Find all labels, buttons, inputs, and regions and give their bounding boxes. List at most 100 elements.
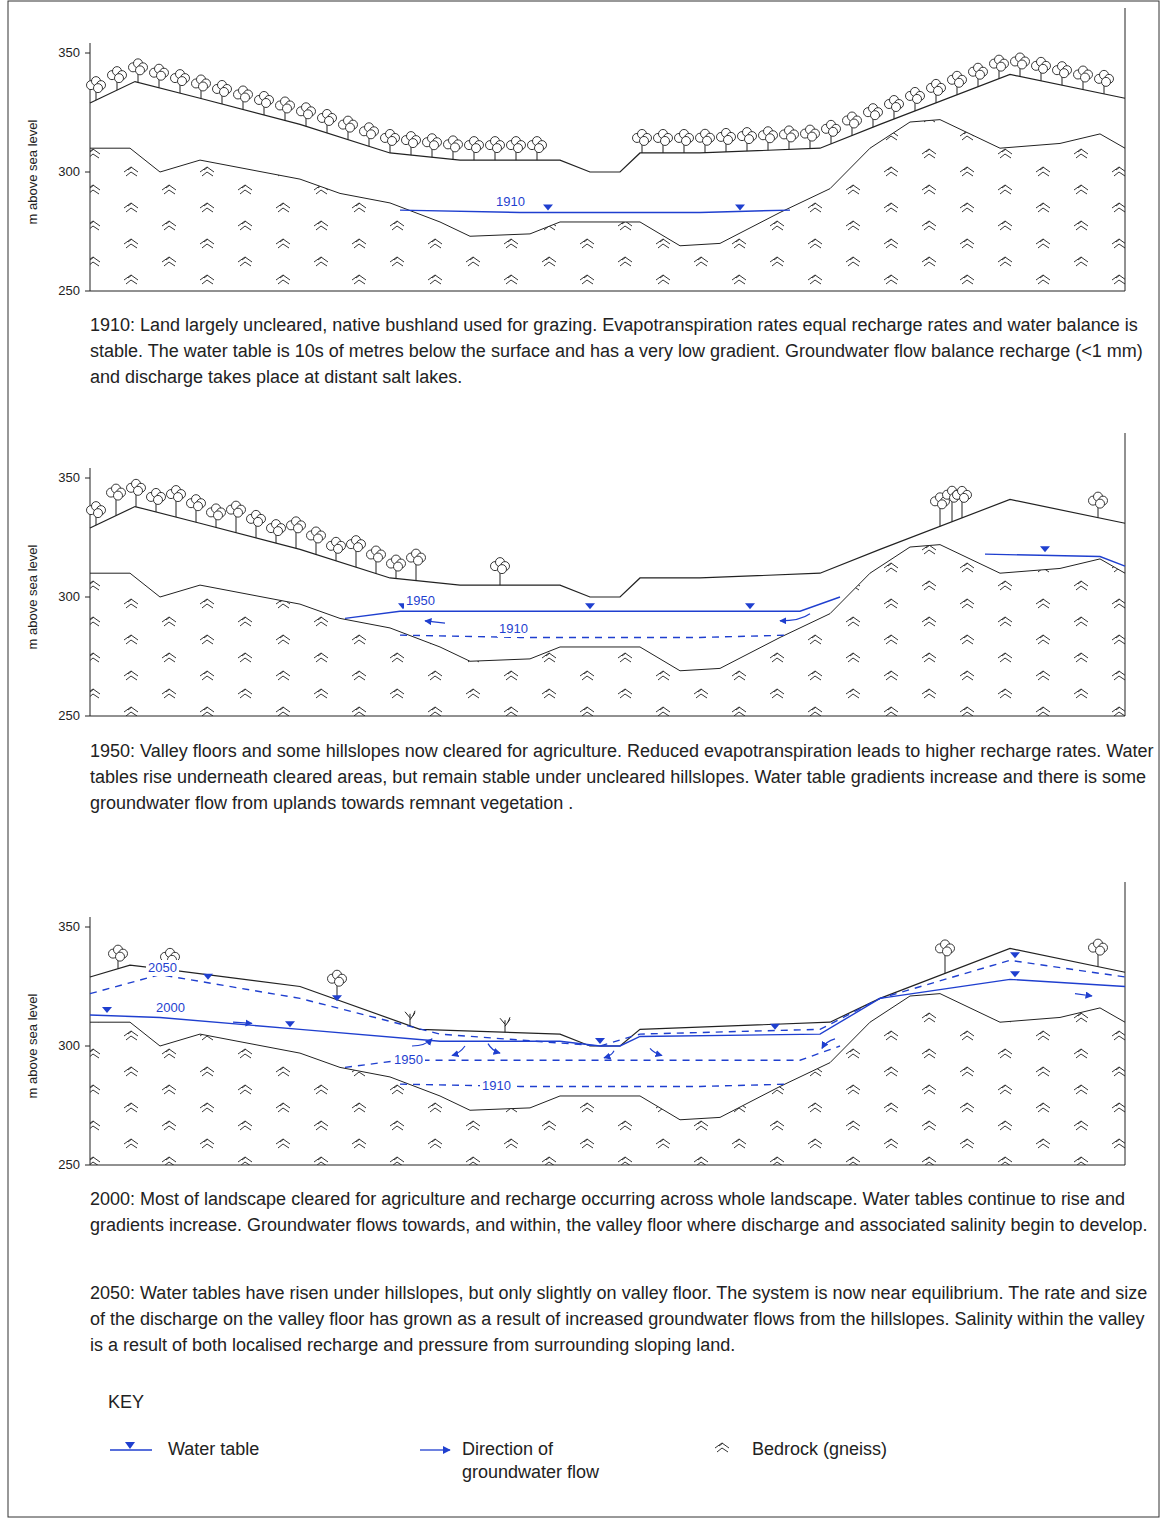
water-table-marker: [332, 995, 342, 1001]
tree: [864, 104, 883, 128]
tree: [906, 87, 925, 111]
figure-frame: [8, 1, 1159, 1517]
tree: [109, 945, 128, 969]
legend-text: Direction of groundwater flow: [462, 1438, 612, 1485]
ground-surface: [90, 74, 1125, 172]
axis-tick-label: 350: [40, 919, 80, 935]
tree: [255, 91, 274, 115]
water-table-line: [985, 554, 1125, 566]
tree: [423, 134, 442, 158]
flow-arrow: [650, 1048, 662, 1055]
tree: [1053, 62, 1072, 86]
legend-text: Bedrock (gneiss): [752, 1438, 887, 1461]
tree: [207, 504, 226, 528]
tree: [360, 123, 379, 147]
tree: [717, 128, 736, 152]
tree: [507, 137, 526, 161]
tree: [87, 77, 106, 101]
tree: [654, 129, 673, 153]
axis-tick: [85, 597, 90, 598]
tree: [127, 479, 146, 507]
water-table-marker: [770, 1024, 780, 1030]
axis-tick-label: 250: [40, 283, 80, 299]
water-table-marker: [745, 603, 755, 609]
year-label: 1910: [497, 621, 530, 637]
water-table-marker: [1010, 952, 1020, 958]
bedrock-surface: [90, 120, 1125, 246]
axis-tick: [85, 478, 90, 479]
axis-tick-label: 350: [40, 470, 80, 486]
tree: [486, 137, 505, 161]
tree: [990, 55, 1009, 79]
water-table-marker: [1040, 546, 1050, 552]
flow-arrow: [425, 621, 445, 623]
tree: [738, 128, 757, 152]
tree: [1011, 53, 1030, 76]
tree: [801, 125, 820, 149]
axis-tick: [85, 291, 90, 292]
key-heading: KEY: [108, 1392, 144, 1414]
year-label: 2000: [154, 1000, 187, 1016]
tree: [367, 546, 386, 574]
water-table-line: [90, 960, 1125, 1046]
flow-arrow: [452, 1046, 465, 1056]
tree: [187, 495, 206, 523]
tree: [405, 1011, 415, 1026]
flow-arrow: [1075, 994, 1092, 996]
flow-arrow: [780, 614, 810, 621]
tree: [927, 79, 946, 103]
axis-tick-label: 250: [40, 708, 80, 724]
legend-sample: [110, 1442, 152, 1450]
axis-tick-label: 300: [40, 1038, 80, 1054]
caption: 2000: Most of landscape cleared for agri…: [90, 1186, 1160, 1238]
tree: [267, 520, 286, 544]
year-label: 1910: [494, 194, 527, 210]
water-table-line: [400, 635, 790, 637]
tree: [171, 70, 190, 94]
tree: [885, 96, 904, 120]
axis-tick-label: 300: [40, 589, 80, 605]
year-label: 2050: [146, 960, 179, 976]
axis-title: m above sea level: [25, 994, 41, 1099]
tree: [247, 510, 266, 538]
panel-axes: [90, 433, 1125, 716]
tree: [948, 71, 967, 95]
water-table-marker: [1010, 971, 1020, 977]
tree: [528, 137, 547, 161]
water-table-marker: [203, 974, 213, 980]
legend-sample: [715, 1443, 729, 1452]
axis-tick: [85, 927, 90, 928]
panel-axes: [90, 8, 1125, 291]
tree: [491, 558, 510, 586]
water-table-marker: [585, 603, 595, 609]
axis-title: m above sea level: [25, 120, 41, 225]
water-table-marker: [543, 204, 553, 210]
water-table-line: [90, 979, 1125, 1046]
tree: [936, 940, 955, 974]
axis-tick: [85, 716, 90, 717]
tree: [1089, 492, 1108, 518]
axis-title: m above sea level: [25, 545, 41, 650]
tree: [444, 136, 463, 160]
tree: [347, 536, 366, 568]
tree: [780, 126, 799, 150]
tree: [227, 501, 246, 532]
water-table-marker: [285, 1021, 295, 1027]
axis-tick-label: 250: [40, 1157, 80, 1173]
tree: [234, 86, 253, 110]
tree: [953, 486, 972, 518]
tree: [675, 129, 694, 153]
bedrock: [90, 994, 1125, 1165]
axis-tick: [85, 1165, 90, 1166]
flow-arrow: [412, 1039, 432, 1046]
tree: [387, 555, 406, 579]
axis-tick: [85, 1046, 90, 1047]
water-table-line: [400, 1084, 790, 1086]
year-label: 1910: [480, 1078, 513, 1094]
tree: [297, 103, 316, 127]
tree: [276, 97, 295, 121]
tree: [465, 137, 484, 161]
flow-arrow: [233, 1022, 252, 1023]
water-table-marker: [102, 1007, 112, 1013]
flow-arrow: [488, 1044, 500, 1054]
